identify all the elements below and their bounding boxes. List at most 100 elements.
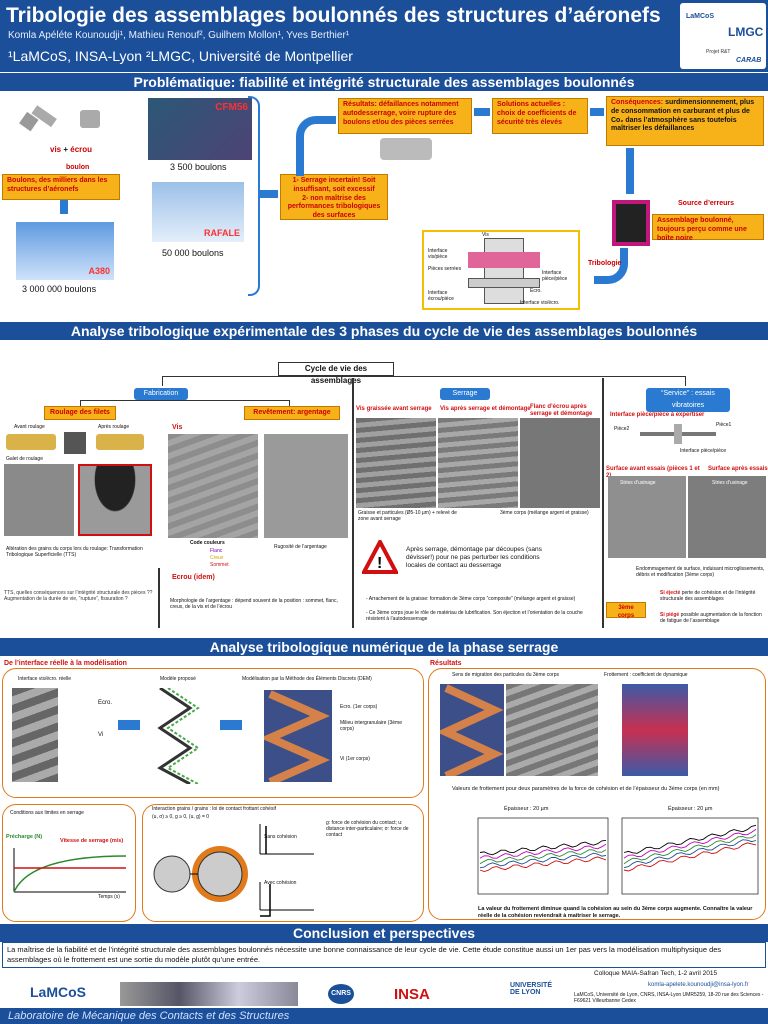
cnrs-logo: CNRS [328, 984, 354, 1004]
dem-vi: Vi (1er corps) [340, 756, 370, 762]
chart-series-line [479, 849, 607, 865]
diag-ecrou: Ecro. [530, 288, 542, 294]
header-logos: LaMCoS LMGC Projet R&T CARAB [680, 3, 766, 69]
black-box-image [612, 200, 650, 246]
dem-label: Modélisation par la Méthode des Éléments… [242, 676, 372, 682]
apres-roulage: Après roulage [98, 424, 130, 430]
contact-email[interactable]: komla-apelete.kounoudji@insa-lyon.fr [648, 982, 749, 988]
affiliations: ¹LaMCoS, INSA-Lyon ²LMGC, Université de … [8, 48, 353, 64]
sem-after-serrage [438, 418, 518, 508]
carab-logo: CARAB [736, 57, 762, 64]
serrage-note2: - Ce 3ème corps joue le rôle de matériau… [366, 610, 583, 622]
phase-fabrication: Fabrication [134, 388, 188, 400]
interface-label: Interface vis/écro. réelle [18, 676, 72, 682]
interaction-sub: (u, σ) ≥ 0, g ≥ 0, (u, g) = 0 [152, 814, 210, 820]
tts-question: TTS, quelles conséquences sur l’intégrit… [4, 590, 153, 602]
iface-piece-label: Interface pièce/pièce [680, 448, 727, 454]
modelisation-panel [2, 668, 424, 798]
chart1-label: Épaisseur : 20 µm [504, 806, 549, 812]
sep3 [602, 378, 604, 628]
sem-thread [168, 434, 258, 538]
iface-expertiser: Interface pièce/pièce à expertiser [610, 412, 705, 418]
section4-title: Conclusion et perspectives [0, 924, 768, 942]
vis-label: vis [50, 145, 62, 154]
diag-iface-piece: Interface pièce/pièce [542, 270, 568, 282]
arrow-right3 [590, 108, 604, 116]
chart2-label: Épaisseur : 20 µm [668, 806, 713, 812]
chart-series-line [623, 828, 757, 859]
serrage-note1: - Arrachement de la graisse: formation d… [366, 596, 576, 602]
cohesion-plots [256, 822, 316, 918]
sem-after [78, 464, 152, 536]
vi-label: Vi [98, 732, 104, 738]
phase-serrage: Serrage [440, 388, 490, 400]
friction-chart-2 [621, 817, 759, 895]
sem-rugosite [264, 434, 348, 538]
sem-surface-before [608, 476, 686, 558]
frottement-model [622, 684, 688, 776]
chart-series-line [479, 843, 607, 859]
footer-bar: Laboratoire de Mécanique des Contacts et… [0, 1008, 768, 1024]
cycle-line [162, 376, 686, 386]
blank-images [6, 430, 146, 460]
service-diagram [640, 424, 720, 454]
solutions-box: Solutions actuelles : choix de coefficie… [492, 98, 588, 134]
surface-apres: Surface après essais [708, 466, 768, 472]
conditions-plot [10, 846, 128, 896]
conclusion-box: La maîtrise de la fiabilité et de l’inté… [2, 942, 766, 968]
a380-label: A380 [88, 266, 110, 276]
sem-greased [356, 418, 436, 508]
bracket [248, 96, 260, 296]
bolt-image [18, 104, 58, 136]
warning-text: Après serrage, démontage par découpes (s… [406, 546, 542, 569]
serrage-label-1: Vis graissée avant serrage [356, 406, 432, 412]
conditions-panel [2, 804, 136, 922]
diag-iface-vis: Interface vis/pièce [428, 248, 448, 260]
grains-diagram [150, 824, 250, 914]
chart-conclusion: La valeur du frottement diminue quand la… [478, 906, 753, 919]
broken-bolt-image [380, 138, 432, 160]
vis-label2: Vis [172, 424, 183, 431]
a380-photo: A380 [16, 222, 114, 280]
chart-frame [621, 817, 759, 895]
chart-series-line [479, 852, 607, 869]
ecro-label: Ecro. [98, 700, 113, 706]
dem-model [260, 690, 332, 786]
interface-photo [12, 688, 58, 782]
arrow-model2 [220, 720, 242, 730]
cfm56-photo: CFM56 [148, 98, 252, 160]
resultats-box: Résultats: défaillances notamment autode… [338, 98, 472, 134]
serrage-label-2: Vis après serrage et démontage [440, 406, 531, 412]
rugosite-label: Rugosité de l’argentage [274, 544, 327, 550]
dem-milieu: Milieu intergranulaire (3ème corps) [340, 720, 402, 732]
serrage-box: 1- Serrage incertain! Soit insuffisant, … [280, 174, 388, 220]
code-couleurs: Code couleurs [190, 540, 225, 546]
phase-service: “Service” : essais vibratoires [646, 388, 730, 412]
sep1 [158, 568, 160, 628]
sem-surface-after [688, 476, 766, 558]
chart-series-line [623, 839, 757, 869]
gears-image [120, 982, 298, 1006]
cfm56-label: CFM56 [215, 102, 248, 113]
avant-roulage: Avant roulage [14, 424, 45, 430]
galet-label: Galet de roulage [6, 456, 43, 462]
section2-title: Analyse tribologique expérimentale des 3… [0, 322, 768, 340]
chart-series-line [623, 824, 757, 854]
return-arrow [594, 248, 628, 284]
authors: Komla Apéléte Kounoudji¹, Mathieu Renouf… [8, 30, 350, 41]
resultats-label: Résultats [430, 660, 462, 667]
chart-series-line [479, 839, 607, 856]
lamcos-bottom-logo: LaMCoS [30, 984, 86, 1000]
sans-cohesion: Sans cohésion [264, 834, 297, 840]
projet-label: Projet R&T [706, 49, 731, 55]
curve-arrow [296, 116, 336, 176]
conditions-label: Conditions aux limites en serrage [10, 810, 84, 816]
interaction-panel [142, 804, 424, 922]
arrow-down [60, 200, 68, 214]
temps-label: Temps (s) [98, 894, 120, 900]
insa-logo: INSA [394, 986, 430, 1003]
values-text: Valeurs de frottement pour deux paramètr… [452, 786, 720, 792]
friction-chart-1 [477, 817, 609, 895]
bottom-logos: LaMCoS CNRS INSA UNIVERSITÉ DE LYON koml… [0, 978, 768, 1008]
arrow-down2 [626, 148, 634, 194]
